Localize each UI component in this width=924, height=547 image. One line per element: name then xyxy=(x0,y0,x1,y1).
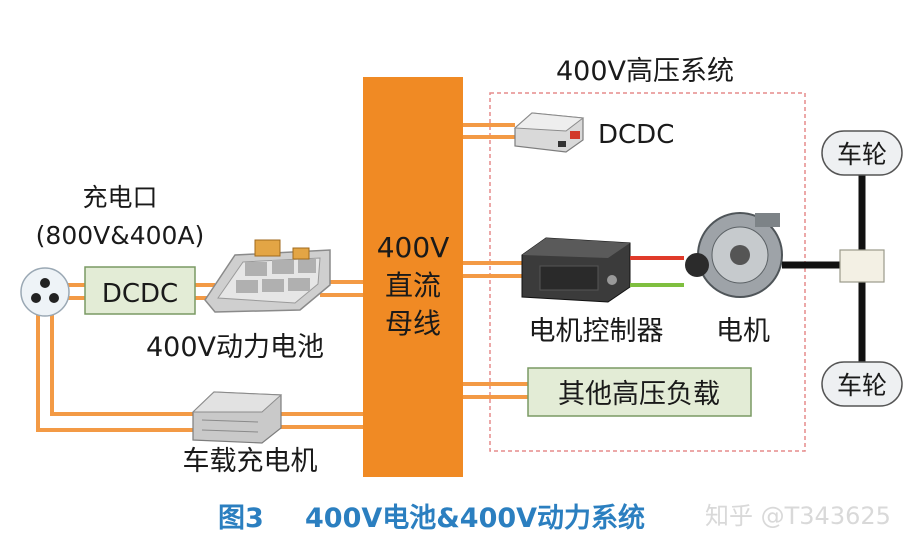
dcdc-left-label: DCDC xyxy=(102,279,178,309)
differential-box xyxy=(839,249,885,283)
battery-label: 400V动力电池 xyxy=(146,332,324,363)
charge-port-icon xyxy=(20,267,70,317)
onboard-charger-icon xyxy=(191,391,283,444)
charge-port-rating: (800V&400A) xyxy=(36,221,205,250)
charge-port-title: 充电口 xyxy=(82,183,157,212)
bus-label-line2: 直流 xyxy=(385,269,441,302)
caption-figure-number: 图3 xyxy=(218,503,264,534)
system-group-title: 400V高压系统 xyxy=(556,56,734,87)
wheel-bottom-box xyxy=(821,361,903,407)
wheel-bottom-label: 车轮 xyxy=(837,371,887,400)
bus-label-line1: 400V xyxy=(377,231,450,264)
motor-controller-icon xyxy=(521,237,631,303)
system-group-frame xyxy=(489,92,806,452)
motor-icon xyxy=(685,212,783,298)
wheel-top-label: 车轮 xyxy=(837,140,887,169)
dcdc-right-icon xyxy=(513,112,585,153)
dcdc-right-label: DCDC xyxy=(598,120,674,150)
other-loads-label: 其他高压负载 xyxy=(558,379,720,410)
wheel-top-box xyxy=(821,130,903,176)
motor-label: 电机 xyxy=(716,316,770,347)
caption-title: 400V电池&400V动力系统 xyxy=(305,502,645,534)
other-loads-box xyxy=(527,367,752,417)
onboard-charger-label: 车载充电机 xyxy=(183,446,318,477)
dcdc-left-box xyxy=(84,266,196,315)
motor-controller-label: 电机控制器 xyxy=(529,316,664,347)
watermark: 知乎 @T343625 xyxy=(705,502,891,530)
battery-pack-icon xyxy=(204,239,331,313)
dc-bus-bar xyxy=(363,77,463,477)
hv-wiring xyxy=(36,123,528,432)
bus-label-line3: 母线 xyxy=(385,307,441,340)
